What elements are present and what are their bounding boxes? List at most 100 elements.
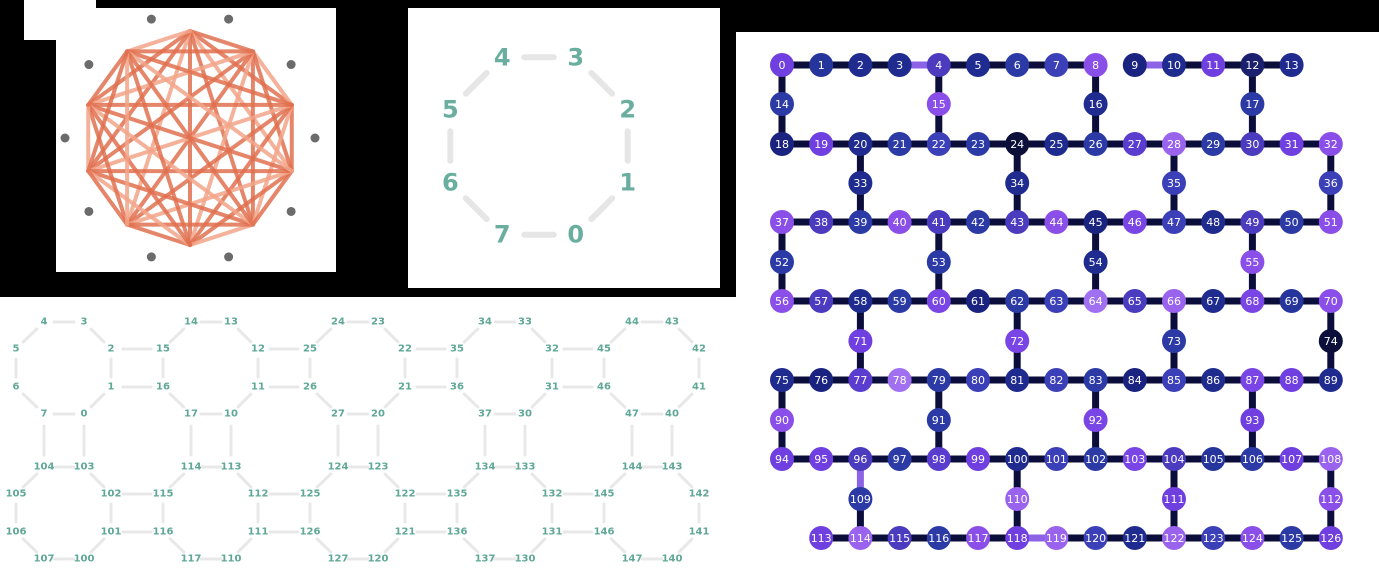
octagon-node-label: 5 [13, 344, 20, 355]
heavy-hex-node [1005, 447, 1030, 471]
heavy-hex-node-label: 24 [1010, 138, 1024, 151]
heavy-hex-node [1083, 132, 1108, 156]
octagon-node-label: 47 [625, 409, 639, 420]
octagon-edge [462, 327, 480, 344]
heavy-hex-node [848, 210, 873, 234]
heavy-hex-node [1279, 210, 1304, 234]
heavy-hex-node-label: 43 [1010, 216, 1024, 229]
heavy-hex-node-label: 87 [1245, 374, 1259, 387]
octagon-node-label: 124 [328, 462, 349, 473]
octagon-node-label: 2 [108, 344, 115, 355]
complete-node-dot [146, 14, 156, 24]
complete-edge [250, 169, 294, 227]
heavy-hex-node [1201, 210, 1226, 234]
heavy-hex-node-label: 39 [853, 216, 867, 229]
complete-edge [86, 102, 130, 227]
heavy-hex-node-label: 13 [1285, 59, 1299, 72]
heavy-hex-node-label: 116 [928, 532, 949, 545]
heavy-hex-node [1044, 132, 1069, 156]
octagon-edge [89, 327, 106, 344]
heavy-hex-node-label: 100 [1007, 453, 1028, 466]
octagon-node-label: 27 [331, 409, 345, 420]
octagon-edge [530, 392, 547, 409]
heavy-hex-node [848, 171, 873, 195]
heavy-hex-node-label: 76 [814, 374, 828, 387]
heavy-hex-node [887, 368, 912, 392]
complete-node-dot [84, 60, 94, 70]
octagon-node-label: 41 [692, 382, 706, 393]
octagon-node-label: 117 [181, 554, 202, 565]
ring-node-label: 7 [494, 221, 511, 249]
octagon-edge [609, 537, 627, 554]
octagon-node-label: 37 [478, 409, 492, 420]
octagon-edge [21, 392, 39, 409]
heavy-hex-node [1122, 53, 1147, 77]
heavy-hex-node [1162, 329, 1186, 353]
heavy-hex-node-label: 41 [932, 216, 946, 229]
heavy-hex-node-label: 59 [893, 295, 907, 308]
ring-node-label: 3 [567, 43, 584, 71]
octagon-edge [677, 392, 694, 409]
heavy-hex-node-label: 121 [1124, 532, 1145, 545]
octagon-node-label: 136 [447, 527, 468, 538]
heavy-hex-node-label: 53 [932, 256, 946, 269]
octagon-node-label: 110 [221, 554, 242, 565]
octagon-node-label: 25 [303, 344, 317, 355]
heavy-hex-node-label: 47 [1167, 216, 1181, 229]
heavy-hex-node [770, 132, 794, 156]
ring-edge [462, 69, 490, 97]
heavy-hex-node [1318, 289, 1343, 313]
heavy-hex-node-label: 8 [1092, 59, 1099, 72]
ring-edge [588, 69, 616, 97]
complete-graph-panel [56, 8, 336, 272]
heavy-hex-node [848, 487, 873, 511]
heavy-hex-node [1044, 447, 1069, 471]
octagon-node-label: 104 [34, 462, 55, 473]
heavy-hex-node-label: 27 [1128, 138, 1142, 151]
octagon-node-label: 32 [545, 344, 559, 355]
octagon-edge [530, 327, 547, 344]
heavy-hex-node [1083, 210, 1108, 234]
octagon-node-label: 14 [184, 317, 198, 328]
heavy-hex-node [1083, 368, 1108, 392]
heavy-hex-node-label: 0 [779, 59, 786, 72]
octagon-edge [383, 327, 400, 344]
heavy-hex-node [1122, 447, 1147, 471]
complete-node-dot [224, 14, 234, 24]
octagon-edge [609, 472, 627, 489]
heavy-hex-node-label: 63 [1049, 295, 1063, 308]
heavy-hex-node [926, 447, 951, 471]
heavy-hex-node-label: 68 [1245, 295, 1259, 308]
heavy-hex-node-label: 92 [1089, 414, 1103, 427]
octagon-node-label: 40 [665, 409, 679, 420]
heavy-hex-node-label: 79 [932, 374, 946, 387]
heavy-hex-node [770, 368, 794, 392]
octagon-edge [462, 392, 480, 409]
octagon-node-label: 46 [597, 382, 611, 393]
heavy-hex-node-label: 84 [1128, 374, 1142, 387]
heavy-hex-node-label: 66 [1167, 295, 1181, 308]
octagon-node-label: 10 [224, 409, 238, 420]
heavy-hex-node [1201, 526, 1226, 550]
heavy-hex-node-label: 25 [1049, 138, 1063, 151]
octagon-node-label: 103 [74, 462, 95, 473]
octagon-edge [168, 327, 186, 344]
heavy-hex-node-label: 102 [1085, 453, 1106, 466]
heavy-hex-node-label: 109 [850, 493, 871, 506]
octagon-node-label: 15 [156, 344, 170, 355]
octagon-node-label: 23 [371, 317, 385, 328]
octagon-edge [168, 392, 186, 409]
octagon-edge [315, 392, 333, 409]
heavy-hex-node [809, 53, 834, 77]
complete-node-dot [146, 252, 156, 262]
octagon-edge [609, 327, 627, 344]
heavy-hex-node-label: 42 [971, 216, 985, 229]
heavy-hex-node [1162, 447, 1186, 471]
heavy-hex-node [1044, 368, 1069, 392]
heavy-hex-node [848, 132, 873, 156]
octagon-node-label: 3 [81, 317, 88, 328]
octagon-edge [21, 537, 39, 554]
heavy-hex-node [1083, 53, 1108, 77]
octagon-edge [383, 392, 400, 409]
